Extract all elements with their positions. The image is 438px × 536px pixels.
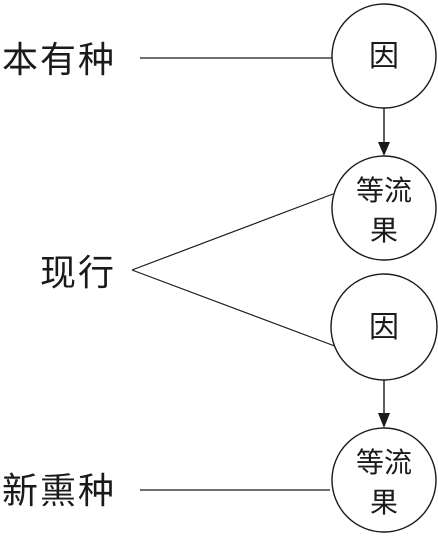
node-effect-top-line1: 等流 (356, 174, 412, 207)
node-effect-bottom-line1: 等流 (356, 446, 412, 479)
label-present-act: 现行 (40, 253, 116, 294)
label-new-seed: 新熏种 (2, 471, 116, 512)
connector-present-act-to-cause (131, 269, 341, 349)
arrow-cause-to-effect-top (378, 108, 390, 156)
node-effect-bottom-line2: 果 (370, 486, 398, 519)
node-cause-bottom-text: 因 (369, 310, 399, 345)
node-effect-top-line2: 果 (370, 214, 398, 247)
node-effect-top: 等流 果 (331, 155, 437, 261)
node-cause-top-text: 因 (369, 39, 399, 74)
node-cause-bottom: 因 (330, 273, 438, 381)
node-cause-top: 因 (331, 3, 437, 109)
connector-present-act-to-effect (131, 193, 334, 271)
label-original-seed: 本有种 (2, 40, 116, 81)
node-effect-bottom: 等流 果 (331, 427, 437, 533)
arrow-cause-to-effect-bottom (378, 380, 390, 428)
